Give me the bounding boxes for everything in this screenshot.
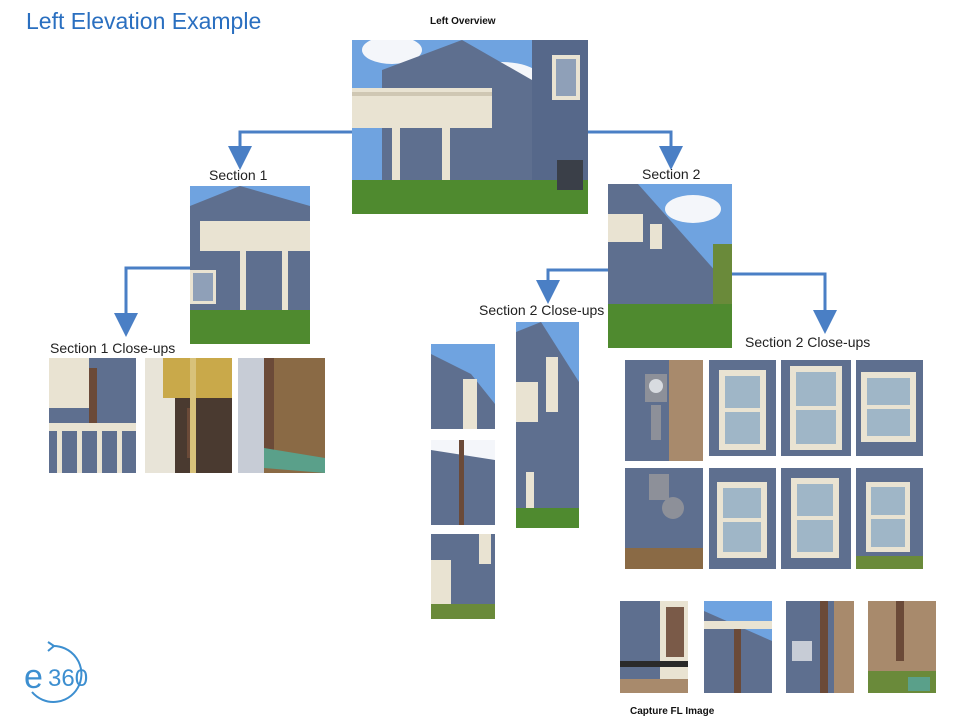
fl-photo-4 (868, 601, 936, 693)
overview-photo (352, 40, 588, 214)
arrow-section1-to-closeups (114, 266, 190, 337)
section2-left-closeup-2 (431, 440, 495, 525)
fl-photo-2 (704, 601, 772, 693)
section1-closeup-1 (49, 358, 136, 473)
arrow-section2-to-right-closeups (732, 272, 837, 334)
section2-right-closeup-1 (625, 360, 703, 461)
arrow-overview-to-section1 (228, 130, 352, 170)
arrow-overview-to-section2 (588, 130, 683, 170)
section1-label: Section 1 (209, 167, 268, 183)
slide-title: Left Elevation Example (26, 8, 262, 34)
section2-right-closeup-8 (856, 468, 923, 569)
section2-photo (608, 184, 732, 348)
section1-closeups-label: Section 1 Close-ups (50, 340, 176, 356)
section2-closeups-label-left: Section 2 Close-ups (479, 302, 605, 318)
section1-photo (190, 186, 310, 344)
section2-right-closeup-3 (781, 360, 851, 456)
svg-text:360: 360 (48, 665, 88, 692)
e360-logo: e 360 (22, 640, 118, 704)
arrow-section2-to-left-closeups (536, 268, 608, 304)
section2-right-closeup-7 (781, 468, 851, 569)
section2-right-closeup-5 (625, 468, 703, 569)
section2-left-closeup-1 (431, 344, 495, 429)
overview-caption: Left Overview (430, 16, 496, 27)
bottom-caption: Capture FL Image (630, 706, 715, 717)
section2-right-closeup-4 (856, 360, 923, 456)
section2-closeups-label-right: Section 2 Close-ups (745, 334, 871, 350)
section1-closeup-3 (238, 358, 325, 473)
svg-text:e: e (24, 658, 43, 696)
fl-photo-1 (620, 601, 688, 693)
section1-closeup-2 (145, 358, 232, 473)
section2-left-closeup-3 (431, 534, 495, 619)
section2-right-closeup-6 (709, 468, 776, 569)
section2-left-closeup-tall (516, 322, 579, 528)
section2-right-closeup-2 (709, 360, 776, 456)
section2-label: Section 2 (642, 166, 701, 182)
fl-photo-3 (786, 601, 854, 693)
